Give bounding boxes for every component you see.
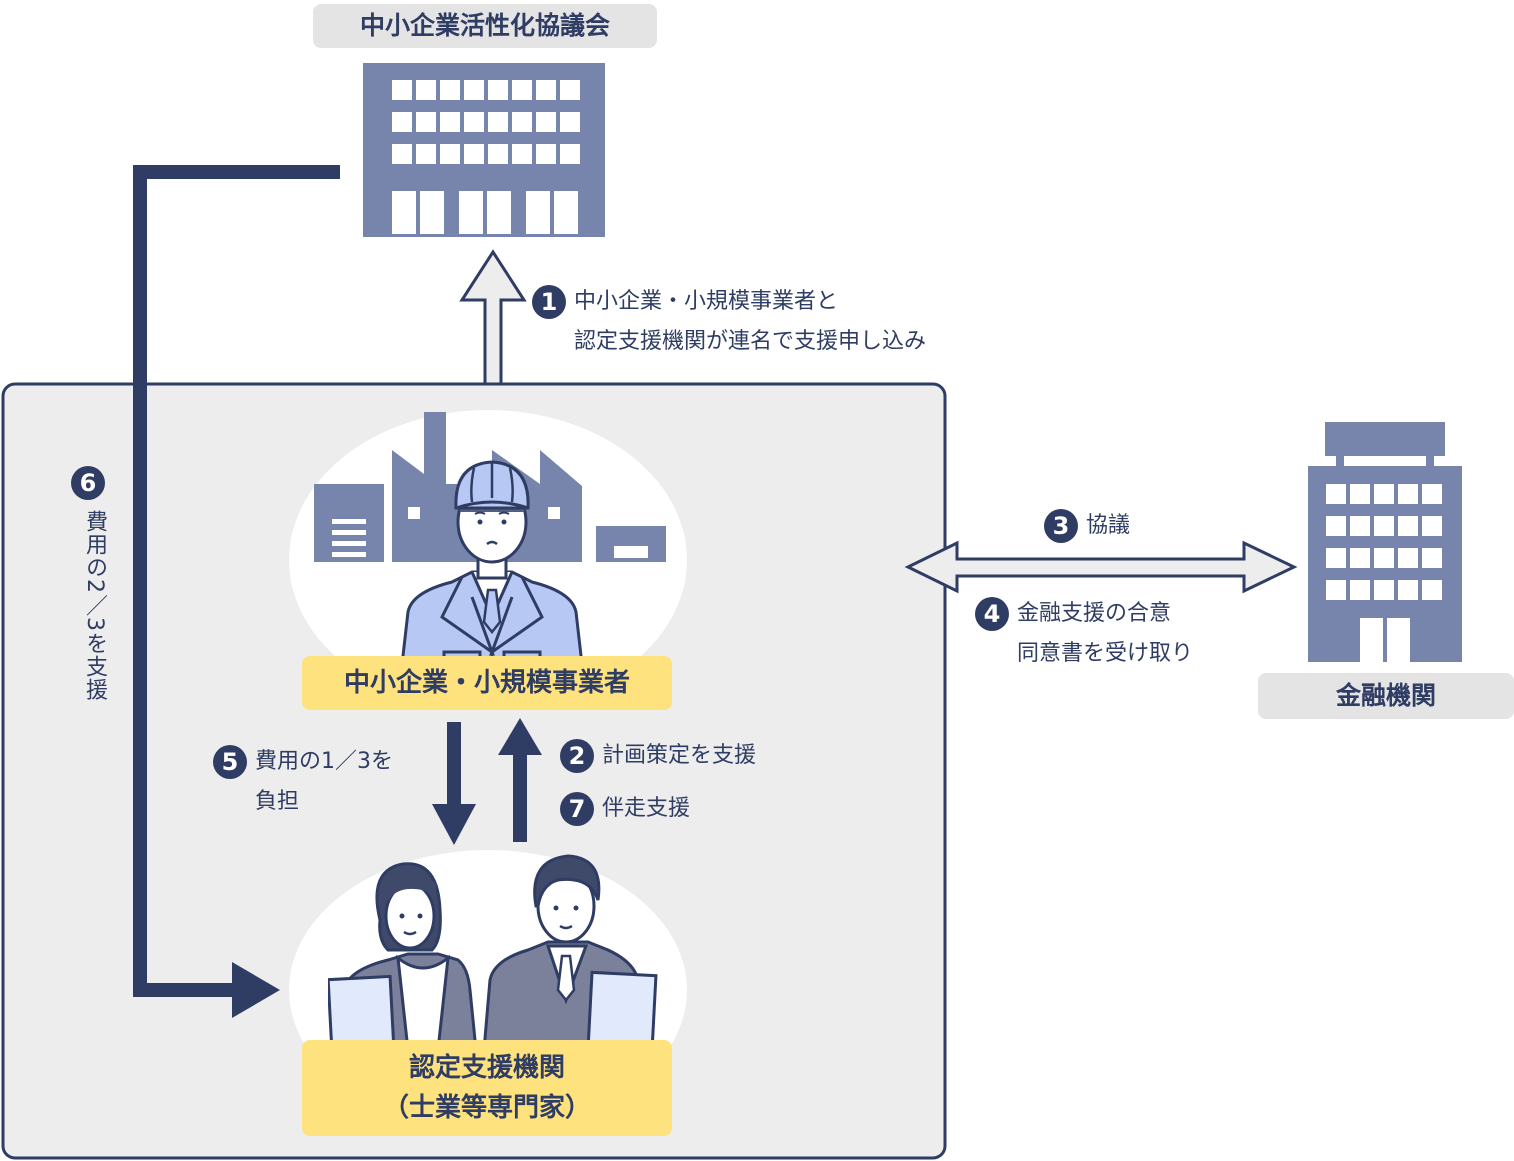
council-window [440,144,460,164]
bank-window [1422,580,1442,600]
step-7: 7 伴走支援 [560,792,690,826]
arrow-2-head [498,718,542,755]
factory-worker-icon [314,412,666,684]
step-7-text: 伴走支援 [602,796,691,821]
bank-window [1350,516,1370,536]
step-1-text: 中小企業・小規模事業者と 認定支援機関が連名で支援申し込み [574,289,927,354]
council-door [554,191,578,234]
sme-label: 中小企業・小規模事業者 [302,656,672,710]
bank-window [1422,548,1442,568]
bank-window [1398,548,1418,568]
council-window [464,144,484,164]
bank-building-icon [1308,422,1462,662]
support-org-label-line1: 認定支援機関 [408,1053,565,1083]
council-label: 中小企業活性化協議会 [313,4,657,48]
council-window [392,112,412,132]
step-4-badge: 4 [975,597,1009,631]
council-window [416,80,436,100]
bank-window [1422,484,1442,504]
council-window [464,80,484,100]
step-3: 3 協議 [1044,509,1130,543]
step-4-text: 金融支援の合意 同意書を受け取り [1017,601,1194,666]
bank-window [1398,484,1418,504]
step-5-badge: 5 [213,745,247,779]
council-window [512,144,532,164]
council-door [459,191,483,234]
council-window [416,112,436,132]
bank-window [1398,580,1418,600]
council-window [536,112,556,132]
bank-window [1326,580,1346,600]
council-window [512,112,532,132]
council-door [526,191,550,234]
step-2-badge: 2 [560,739,594,773]
step-3-text: 協議 [1086,513,1131,538]
step-1-badge: 1 [532,285,566,319]
council-door [487,191,511,234]
council-window [536,144,556,164]
council-window [536,80,556,100]
arrow-1 [459,249,527,386]
bank-window [1374,580,1394,600]
council-window [560,112,580,132]
council-window [416,144,436,164]
council-window [488,144,508,164]
step-5-text: 費用の1／3を 負担 [255,749,393,814]
step-1: 1 中小企業・小規模事業者と 認定支援機関が連名で支援申し込み [532,285,926,362]
arrow-5-shaft [447,722,461,810]
step-4: 4 金融支援の合意 同意書を受け取り [975,597,1193,674]
arrow-2-shaft [513,750,527,842]
bank-window [1326,548,1346,568]
arrow-5-head [432,804,476,845]
step-3-badge: 3 [1044,509,1078,543]
bank-window [1398,516,1418,536]
arrow-6-head [232,962,280,1018]
council-window [560,144,580,164]
office-building-icon [363,63,605,237]
council-window [392,144,412,164]
bank-window [1326,484,1346,504]
council-window [392,80,412,100]
bank-window [1374,484,1394,504]
council-window [464,112,484,132]
council-window [488,112,508,132]
step-2-text: 計画策定を支援 [602,743,757,768]
support-org-label: 認定支援機関 （士業等専門家） [302,1040,672,1136]
step-2: 2 計画策定を支援 [560,739,756,773]
bank-window [1350,580,1370,600]
step-5: 5 費用の1／3を 負担 [213,745,393,822]
arrow-3-4-double [904,540,1298,594]
step-6-badge: 6 [71,466,105,500]
arrow-6-line [133,165,340,997]
council-window [440,112,460,132]
main-panel [1,382,947,1160]
council-door [420,191,444,234]
bank-window [1374,516,1394,536]
step-7-badge: 7 [560,792,594,826]
bank-window [1326,516,1346,536]
council-window [488,80,508,100]
council-window [560,80,580,100]
council-door [392,191,416,234]
step-6-text: 費用の2／3を支援 [82,510,107,701]
bank-window [1350,484,1370,504]
professionals-icon [328,854,658,1050]
bank-window [1350,548,1370,568]
support-org-label-line2: （士業等専門家） [382,1093,591,1123]
council-window [512,80,532,100]
council-window [440,80,460,100]
bank-window [1422,516,1442,536]
bank-label: 金融機関 [1258,673,1514,719]
bank-window [1374,548,1394,568]
